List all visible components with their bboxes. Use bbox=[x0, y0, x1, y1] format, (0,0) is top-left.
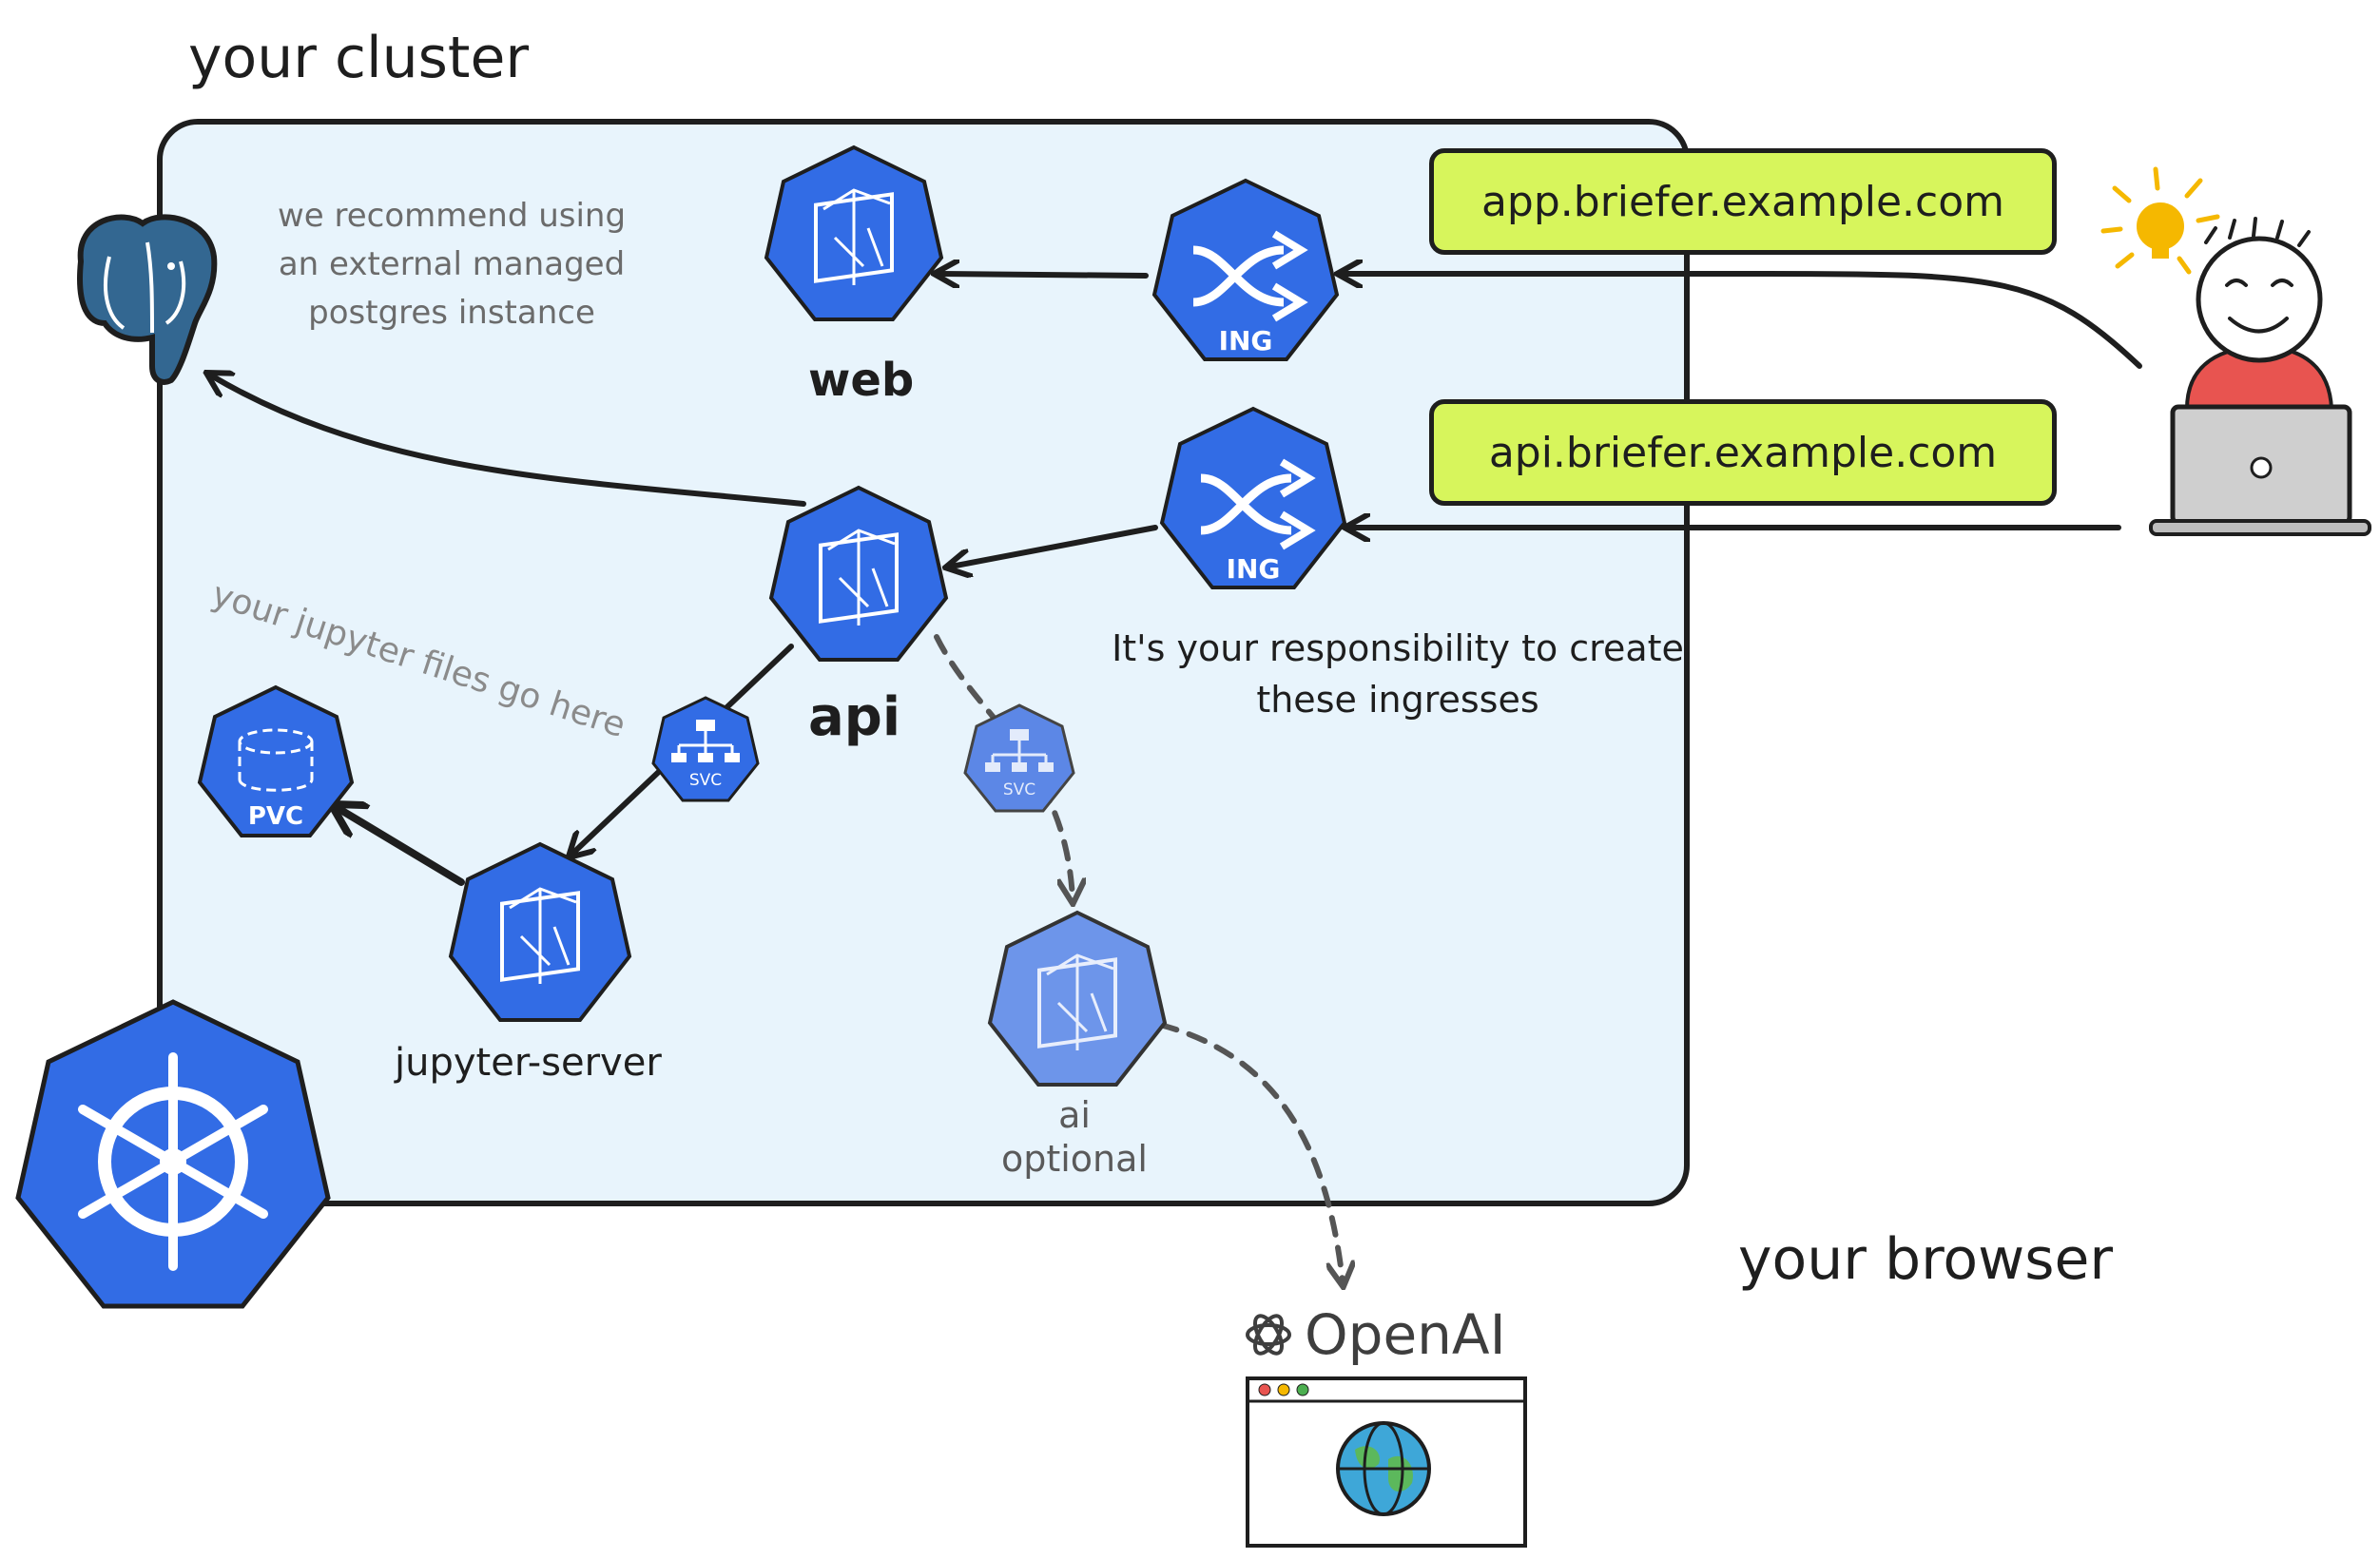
api-url-pill: api.briefer.example.com bbox=[1429, 399, 2057, 506]
ingress-responsibility-note: It's your responsibility to create these… bbox=[1112, 627, 1684, 721]
ai-optional: optional bbox=[1000, 1138, 1148, 1180]
jupyter-server-pod-icon bbox=[448, 841, 632, 1022]
lightbulb-icon bbox=[2100, 166, 2220, 275]
app-ingress-icon: ING bbox=[1151, 178, 1340, 361]
api-pod-icon bbox=[768, 485, 949, 662]
globe-icon bbox=[1336, 1421, 1431, 1516]
pvc-icon: PVC bbox=[197, 684, 355, 837]
postgres-elephant-icon bbox=[77, 214, 218, 385]
jupyter-service-icon: SVC bbox=[651, 696, 760, 802]
api-ingress-icon: ING bbox=[1159, 406, 1347, 589]
api-label: api bbox=[808, 686, 901, 748]
openai-logo-icon bbox=[1246, 1314, 1291, 1356]
ai-pod-icon bbox=[987, 910, 1168, 1087]
browser-title: your browser bbox=[1738, 1226, 2114, 1293]
edge-jupyter-to-pvc bbox=[338, 808, 465, 886]
browser-window-icon bbox=[1246, 1376, 1527, 1548]
ai-service-icon: SVC bbox=[963, 703, 1075, 813]
edge-user-to-app-ingress bbox=[1343, 274, 2142, 369]
openai-name: OpenAI bbox=[1305, 1302, 1506, 1367]
app-url-pill: app.briefer.example.com bbox=[1429, 148, 2057, 255]
edge-api-ingress-to-api bbox=[951, 525, 1158, 567]
edge-app-ingress-to-web bbox=[939, 274, 1149, 276]
pvc-tag: PVC bbox=[248, 802, 303, 831]
kubernetes-helm-icon bbox=[15, 999, 331, 1309]
app-ingress-tag: ING bbox=[1219, 325, 1273, 356]
edge-api-to-postgres bbox=[211, 375, 806, 507]
edge-ai-to-openai bbox=[1157, 1022, 1343, 1281]
api-ingress-tag: ING bbox=[1227, 553, 1281, 585]
postgres-note: we recommend using an external managed p… bbox=[277, 197, 627, 332]
cluster-title: your cluster bbox=[188, 25, 530, 91]
jupyter-server-label: jupyter-server bbox=[395, 1041, 662, 1085]
ai-label: ai optional bbox=[951, 1093, 1198, 1181]
ai-service-tag: SVC bbox=[1003, 780, 1035, 799]
user-person-icon bbox=[2184, 217, 2334, 411]
jupyter-service-tag: SVC bbox=[689, 771, 722, 790]
ai-name: ai bbox=[1058, 1094, 1091, 1136]
openai-logo: OpenAI bbox=[1242, 1302, 1506, 1367]
web-pod-icon bbox=[764, 144, 944, 321]
web-label: web bbox=[808, 354, 915, 407]
laptop-icon bbox=[2149, 404, 2371, 536]
